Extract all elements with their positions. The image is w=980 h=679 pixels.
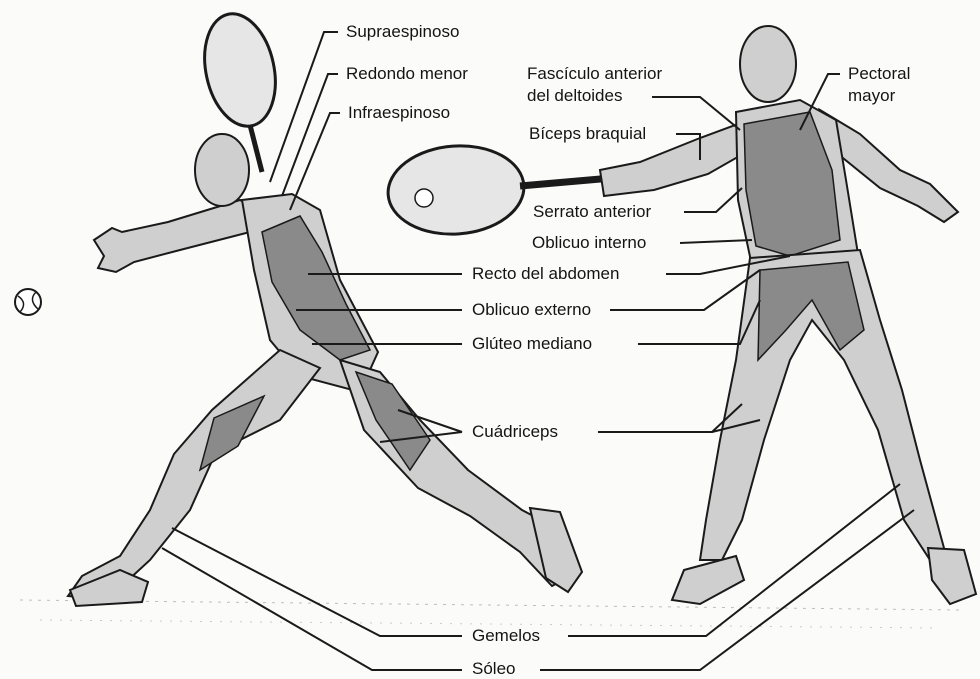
label-supraespinoso: Supraespinoso bbox=[344, 22, 461, 42]
label-soleo: Sóleo bbox=[470, 659, 517, 679]
right-player-body bbox=[600, 26, 976, 604]
label-fasciculo-line1: Fascículo anterior bbox=[525, 64, 664, 84]
leader-redondo-menor bbox=[282, 74, 338, 196]
label-gluteo: Glúteo mediano bbox=[470, 334, 594, 354]
leader-oblicuo-externo-r bbox=[610, 270, 760, 310]
label-fasciculo-line2: del deltoides bbox=[525, 86, 624, 106]
label-pectoral-line1: Pectoral bbox=[846, 64, 912, 84]
label-infraespinoso: Infraespinoso bbox=[346, 103, 452, 123]
leader-supraespinoso bbox=[270, 32, 338, 182]
leader-cuadriceps-r bbox=[598, 404, 742, 432]
label-oblicuo-externo: Oblicuo externo bbox=[470, 300, 593, 320]
leader-fasciculo bbox=[652, 97, 740, 130]
court-ground bbox=[20, 600, 960, 628]
right-racket bbox=[385, 141, 612, 238]
leader-serrato bbox=[684, 188, 742, 212]
label-recto: Recto del abdomen bbox=[470, 264, 621, 284]
label-serrato: Serrato anterior bbox=[531, 202, 653, 222]
label-redondo-menor: Redondo menor bbox=[344, 64, 470, 84]
leader-gemelos bbox=[172, 528, 462, 636]
label-pectoral-line2: mayor bbox=[846, 86, 897, 106]
leader-oblicuo-interno bbox=[680, 240, 752, 243]
label-biceps: Bíceps braquial bbox=[527, 124, 648, 144]
label-cuadriceps: Cuádriceps bbox=[470, 422, 560, 442]
label-gemelos: Gemelos bbox=[470, 626, 542, 646]
label-oblicuo-interno: Oblicuo interno bbox=[530, 233, 648, 253]
tennis-ball bbox=[15, 289, 41, 315]
leader-infraespinoso bbox=[290, 113, 340, 210]
leader-soleo bbox=[162, 548, 462, 670]
